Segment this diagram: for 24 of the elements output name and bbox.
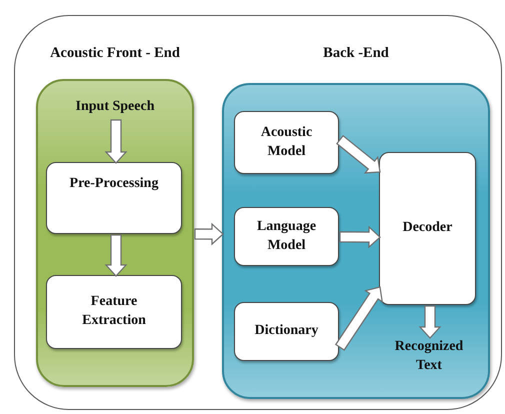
block-arrow [334,286,383,351]
process-box [234,302,339,361]
process-box [379,152,476,305]
box-label: Dictionary [254,322,318,340]
process-box [46,162,182,234]
process-box [46,275,182,349]
flow-label: Input Speech [76,98,154,116]
box-label: Decoder [402,219,452,238]
process-box [234,111,339,174]
box-label: Pre-Processing [70,175,158,193]
box-label: Acoustic Model [260,124,314,160]
flow-label: Recognized Text [394,338,464,375]
outer-frame [14,15,502,410]
block-arrow [104,234,128,277]
process-box [234,207,339,266]
block-arrow [104,119,128,164]
block-arrow [194,222,224,246]
block-arrow [339,226,381,248]
block-arrow [418,305,442,339]
box-label: Language Model [256,218,318,254]
section-heading: Back -End [322,45,390,62]
box-label: Feature Extraction [81,293,147,330]
block-arrow [336,134,381,174]
section-heading: Acoustic Front - End [49,45,181,62]
